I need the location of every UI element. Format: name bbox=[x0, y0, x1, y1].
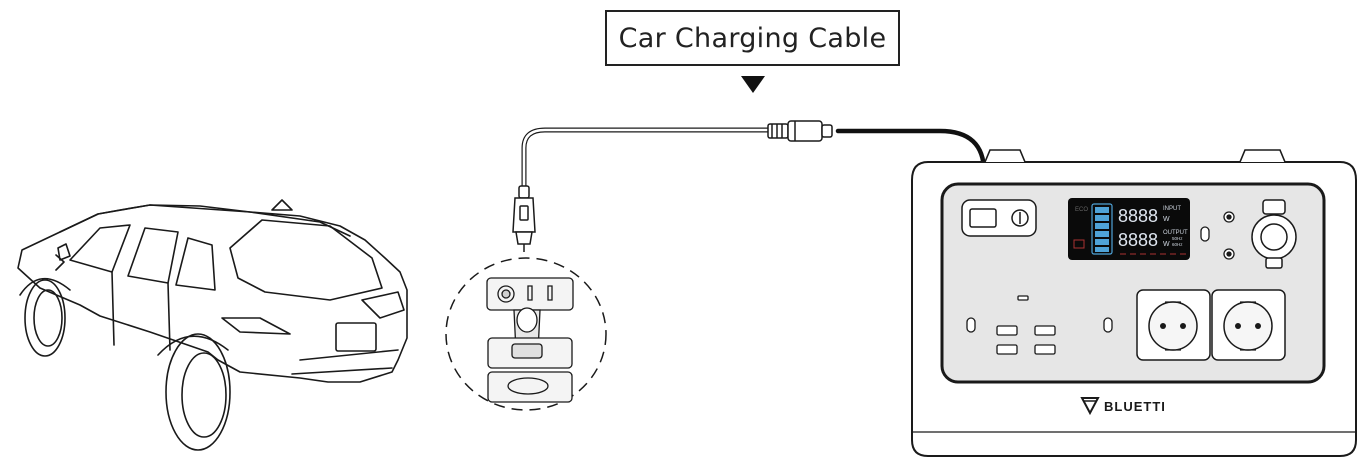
display-output-label: OUTPUT bbox=[1163, 230, 1188, 236]
display-output-digits: 8888 bbox=[1118, 230, 1158, 250]
display-input-label: INPUT bbox=[1163, 206, 1181, 212]
brand-name: BLUETTI bbox=[1104, 399, 1166, 414]
display-input-digits: 8888 bbox=[1118, 206, 1158, 226]
power-station-icon: ECO 8888 INPUT W 8888 OUTPUT W 50Hz 60Hz bbox=[911, 149, 1357, 457]
cable-connector-icon bbox=[767, 120, 833, 142]
dc-input-port bbox=[961, 199, 1037, 237]
display-freq-bottom: 60Hz bbox=[1172, 242, 1183, 247]
display-input-unit: W bbox=[1163, 216, 1170, 223]
display-freq-top: 50Hz bbox=[1172, 236, 1183, 241]
ac-outlet-right bbox=[1211, 289, 1286, 361]
battery-level-bars bbox=[1095, 207, 1109, 252]
usb-ports bbox=[966, 295, 1113, 355]
display-eco-label: ECO bbox=[1075, 207, 1088, 213]
car-outlet-port bbox=[1251, 199, 1297, 269]
display-toggle-button bbox=[1200, 226, 1210, 242]
cigarette-lighter-plug-icon bbox=[512, 185, 536, 252]
bluetti-logo: BLUETTI bbox=[1080, 397, 1166, 416]
display-output-unit: W bbox=[1163, 241, 1170, 248]
ac-outlet-left bbox=[1136, 289, 1211, 361]
arrow-down-icon bbox=[741, 76, 765, 93]
car-illustration bbox=[17, 199, 408, 451]
car-charging-cable-label: Car Charging Cable bbox=[605, 10, 900, 66]
lcd-display: ECO 8888 INPUT W 8888 OUTPUT W 50Hz 60Hz bbox=[1068, 198, 1190, 260]
car-console-icon bbox=[445, 257, 607, 411]
